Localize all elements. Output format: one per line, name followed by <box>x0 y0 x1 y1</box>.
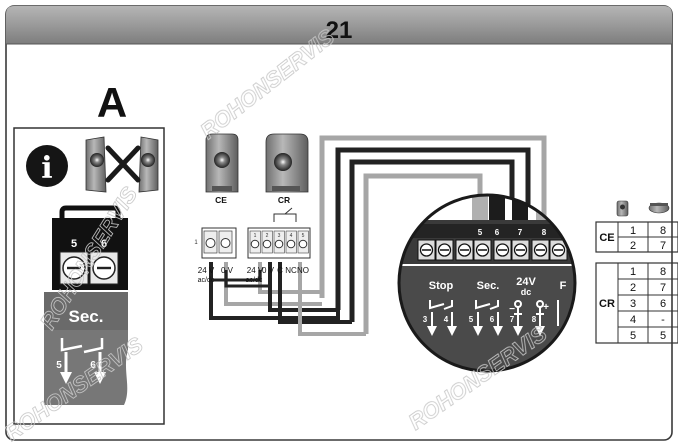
board-minus: − <box>509 304 515 315</box>
relay-icon <box>273 207 297 222</box>
contact-label: Sec. <box>69 307 104 326</box>
board-label-dc: dc <box>521 287 532 297</box>
cr-nc-label: NC <box>285 266 297 275</box>
table-ce-label: CE <box>599 232 614 244</box>
cr-zero-label: 0 V <box>262 266 275 275</box>
sec-terminal-block: 5 6 <box>52 205 128 290</box>
board-terminal-number: 8 <box>542 228 547 237</box>
table-cell: 3 <box>630 298 636 310</box>
photocell-cr: CR 1 2 3 4 5 24 V ac/dc 0 V C NC NO <box>246 133 311 284</box>
control-board-magnifier: 5 6 7 8 <box>397 193 577 373</box>
connection-table: CE 1 8 2 7 CR 1 8 2 7 3 6 4 - 5 5 <box>595 200 678 344</box>
sec-contact: Sec. 5 6 <box>44 292 128 405</box>
board-bottom-number: 8 <box>532 315 537 324</box>
table-cell: 8 <box>660 225 666 237</box>
board-bottom-number: 5 <box>469 315 474 324</box>
cr-terminal-number: 5 <box>302 233 305 239</box>
terminal-label: 6 <box>101 238 107 250</box>
wire-dark <box>335 147 531 310</box>
ce-label: CE <box>215 195 227 205</box>
photocell-pair-icon <box>85 136 159 193</box>
board-label-f: F <box>560 280 567 292</box>
cr-no-label: NO <box>297 266 309 275</box>
header-bar: 21 <box>6 6 672 45</box>
info-glyph: i <box>41 151 52 186</box>
table-cell: 8 <box>660 266 666 278</box>
board-bottom-number: 3 <box>423 315 428 324</box>
board-bottom-number: 4 <box>444 315 449 324</box>
photocell-ce: CE 1 24 V ac/dc 0 V <box>194 133 239 284</box>
cr-terminals: 1 2 3 4 5 <box>249 230 309 254</box>
board-plus: + <box>543 302 549 313</box>
cr-c-label: C <box>277 266 283 275</box>
board-label-24v: 24V <box>516 276 536 288</box>
table-cell: 7 <box>660 282 666 294</box>
terminal-label: 5 <box>71 238 77 250</box>
table-cell: 6 <box>660 298 666 310</box>
wire-light <box>298 262 366 336</box>
table-cell: 2 <box>630 240 636 252</box>
board-label-stop: Stop <box>429 280 454 292</box>
cr-label: CR <box>278 195 290 205</box>
board-bottom-number: 6 <box>490 315 495 324</box>
wire-dark <box>278 262 352 324</box>
board-contact-symbols <box>429 300 559 326</box>
board-terminal-number: 5 <box>478 228 483 237</box>
table-cell: 5 <box>660 330 666 342</box>
board-bottom-number: 7 <box>510 315 515 324</box>
panel-a-frame <box>13 127 165 425</box>
ce-voltage-label: 24 V <box>198 266 215 275</box>
cr-terminal-number: 1 <box>254 233 257 239</box>
table-cell: 1 <box>630 225 636 237</box>
table-cell: - <box>661 314 665 326</box>
wire-dark <box>349 159 515 322</box>
ce-voltage-sub: ac/dc <box>198 277 215 284</box>
table-cell: 1 <box>630 266 636 278</box>
cr-terminal-number: 2 <box>266 233 269 239</box>
ce-side-mark: 1 <box>194 240 198 246</box>
cr-voltage-label: 24 V <box>247 266 264 275</box>
ce-zero-label: 0 V <box>221 266 234 275</box>
ce-photocell-icon <box>616 200 629 217</box>
contact-terminal: 6 <box>90 360 96 371</box>
wire-dark <box>209 262 340 320</box>
board-terminal-number: 6 <box>495 228 500 237</box>
wiring <box>209 135 547 336</box>
cr-photocell-icon <box>648 202 670 214</box>
table-cell: 5 <box>630 330 636 342</box>
cr-terminal-number: 3 <box>278 233 281 239</box>
board-terminal-number: 7 <box>518 228 523 237</box>
table-cell: 4 <box>630 314 636 326</box>
panel-a: A i 5 6 <box>13 79 165 425</box>
table-cr-label: CR <box>599 298 615 310</box>
panel-a-letter: A <box>97 79 127 126</box>
info-icon: i <box>26 145 68 187</box>
cr-terminal-number: 4 <box>290 233 293 239</box>
table-cell: 2 <box>630 282 636 294</box>
cr-voltage-sub: ac/dc <box>246 277 263 284</box>
board-label-sec: Sec. <box>477 280 500 292</box>
board-arrows <box>427 326 545 336</box>
table-cell: 7 <box>660 240 666 252</box>
wire-light <box>319 135 547 298</box>
contact-terminal: 5 <box>56 360 62 371</box>
page-number: 21 <box>326 17 353 44</box>
board-screws <box>417 239 568 261</box>
